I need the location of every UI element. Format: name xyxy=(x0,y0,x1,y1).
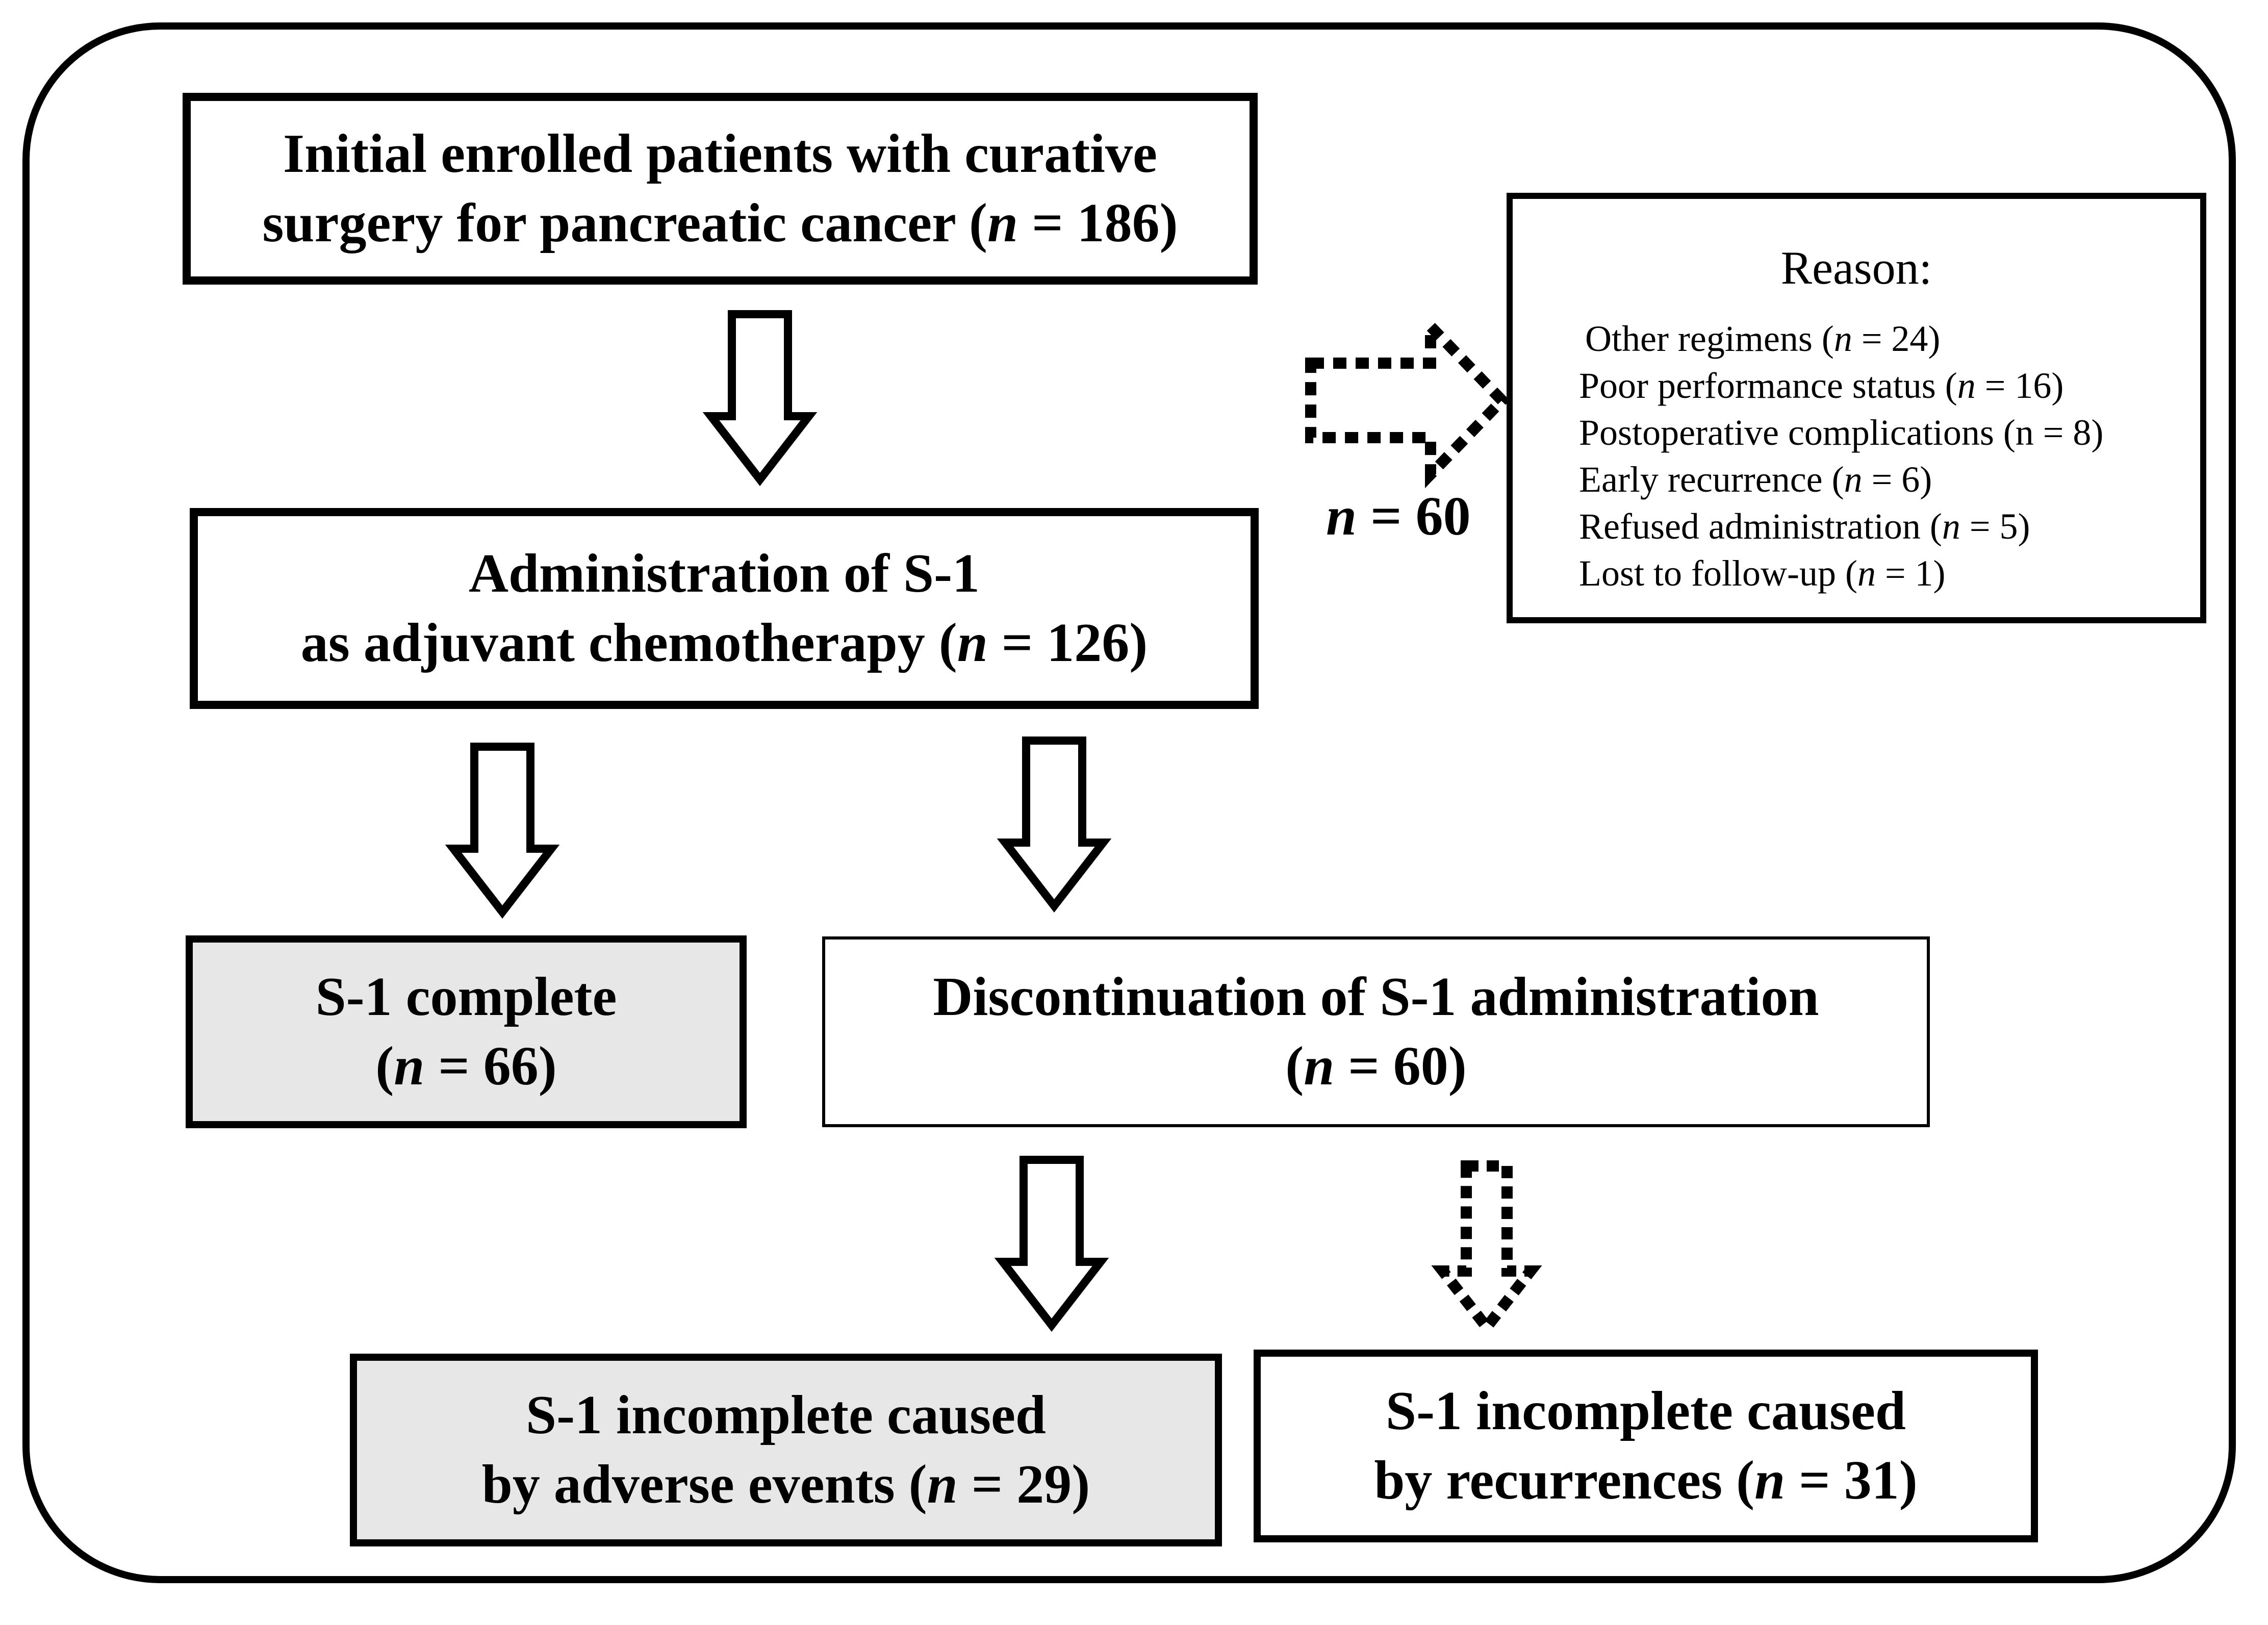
adverse-line-1: S-1 incomplete caused xyxy=(526,1385,1046,1445)
reason-item: Postoperative complications (n = 8) xyxy=(1579,409,2103,456)
n-symbol: n xyxy=(1844,459,1863,500)
reason-item: Other regimens (n = 24) xyxy=(1579,315,2103,362)
reason-text: Postoperative complications (n = 8) xyxy=(1579,412,2104,453)
n-symbol: n xyxy=(1957,365,1976,406)
dotted-down-arrow-recurrence xyxy=(1431,1160,1542,1336)
reason-box: Reason: Other regimens (n = 24) Poor per… xyxy=(1507,193,2206,623)
excluded-count: = 60 xyxy=(1357,486,1471,547)
n-symbol: n xyxy=(927,1454,958,1515)
initial-line-2: surgery for pancreatic cancer (n = 186) xyxy=(262,189,1178,258)
reason-text: Refused administration ( xyxy=(1579,506,1942,547)
complete-line-2: (n = 66) xyxy=(375,1032,557,1101)
n-symbol: n xyxy=(1326,486,1357,547)
excluded-count-label: n = 60 xyxy=(1326,484,1471,550)
recurrences-box: S-1 incomplete caused by recurrences (n … xyxy=(1254,1350,2038,1542)
reason-count: = 1) xyxy=(1875,553,1946,594)
recurrence-count: = 31) xyxy=(1785,1450,1918,1511)
reason-count: = 16) xyxy=(1975,365,2064,406)
discontinuation-line-2: (n = 60) xyxy=(1285,1032,1467,1101)
discontinuation-line-2-text: ( xyxy=(1285,1036,1304,1097)
initial-enrolled-box: Initial enrolled patients with curative … xyxy=(183,93,1258,285)
outer-rounded-frame xyxy=(22,22,2236,1583)
reason-text: Early recurrence ( xyxy=(1579,459,1844,500)
s1-complete-box: S-1 complete (n = 66) xyxy=(186,935,747,1128)
adverse-line-2-text: by adverse events ( xyxy=(481,1454,927,1515)
initial-line-1: Initial enrolled patients with curative xyxy=(283,123,1157,184)
down-arrow-discontinuation-to-adverse xyxy=(994,1156,1109,1332)
reason-item: Poor performance status (n = 16) xyxy=(1579,362,2103,409)
recurrence-line-2: by recurrences (n = 31) xyxy=(1374,1446,1917,1515)
n-symbol: n xyxy=(1304,1036,1335,1097)
n-symbol: n xyxy=(957,613,988,673)
reason-text: Other regimens ( xyxy=(1585,318,1834,359)
administration-line-2: as adjuvant chemotherapy (n = 126) xyxy=(301,608,1148,678)
reason-item: Lost to follow-up (n = 1) xyxy=(1579,550,2103,597)
administration-count: = 126) xyxy=(987,613,1148,673)
initial-count: = 186) xyxy=(1018,193,1178,253)
dotted-right-arrow-excluded xyxy=(1305,312,1510,489)
down-arrow-admin-to-complete xyxy=(445,743,560,919)
complete-line-2-text: ( xyxy=(375,1036,394,1097)
n-symbol: n xyxy=(1754,1450,1786,1511)
reason-count: = 24) xyxy=(1852,318,1941,359)
n-symbol: n xyxy=(1833,318,1852,359)
reason-count: = 6) xyxy=(1862,459,1932,500)
reason-item: Refused administration (n = 5) xyxy=(1579,503,2103,550)
n-symbol: n xyxy=(1857,553,1876,594)
down-arrow-admin-to-discontinuation xyxy=(997,737,1112,913)
complete-count: = 66) xyxy=(424,1036,557,1097)
n-symbol: n xyxy=(394,1036,425,1097)
administration-line-1: Administration of S-1 xyxy=(468,543,980,604)
administration-box: Administration of S-1 as adjuvant chemot… xyxy=(190,508,1259,709)
reason-item: Early recurrence (n = 6) xyxy=(1579,456,2103,503)
n-symbol: n xyxy=(987,193,1018,253)
discontinuation-count: = 60) xyxy=(1334,1036,1467,1097)
adverse-count: = 29) xyxy=(957,1454,1090,1515)
discontinuation-box: Discontinuation of S-1 administration (n… xyxy=(822,936,1930,1127)
down-arrow-initial-to-admin xyxy=(702,310,818,487)
complete-line-1: S-1 complete xyxy=(315,967,617,1027)
n-symbol: n xyxy=(1942,506,1960,547)
reason-text: Poor performance status ( xyxy=(1579,365,1957,406)
recurrence-line-1: S-1 incomplete caused xyxy=(1386,1381,1906,1441)
reason-text: Lost to follow-up ( xyxy=(1579,553,1857,594)
initial-line-2-text: surgery for pancreatic cancer ( xyxy=(262,193,987,253)
discontinuation-line-1: Discontinuation of S-1 administration xyxy=(933,967,1819,1027)
reason-count: = 5) xyxy=(1960,506,2030,547)
adverse-events-box: S-1 incomplete caused by adverse events … xyxy=(350,1354,1222,1546)
reason-list: Other regimens (n = 24) Poor performance… xyxy=(1579,315,2103,597)
administration-line-2-text: as adjuvant chemotherapy ( xyxy=(300,613,957,673)
reason-title: Reason: xyxy=(1780,242,1932,294)
adverse-line-2: by adverse events (n = 29) xyxy=(482,1450,1090,1519)
recurrence-line-2-text: by recurrences ( xyxy=(1374,1450,1755,1511)
